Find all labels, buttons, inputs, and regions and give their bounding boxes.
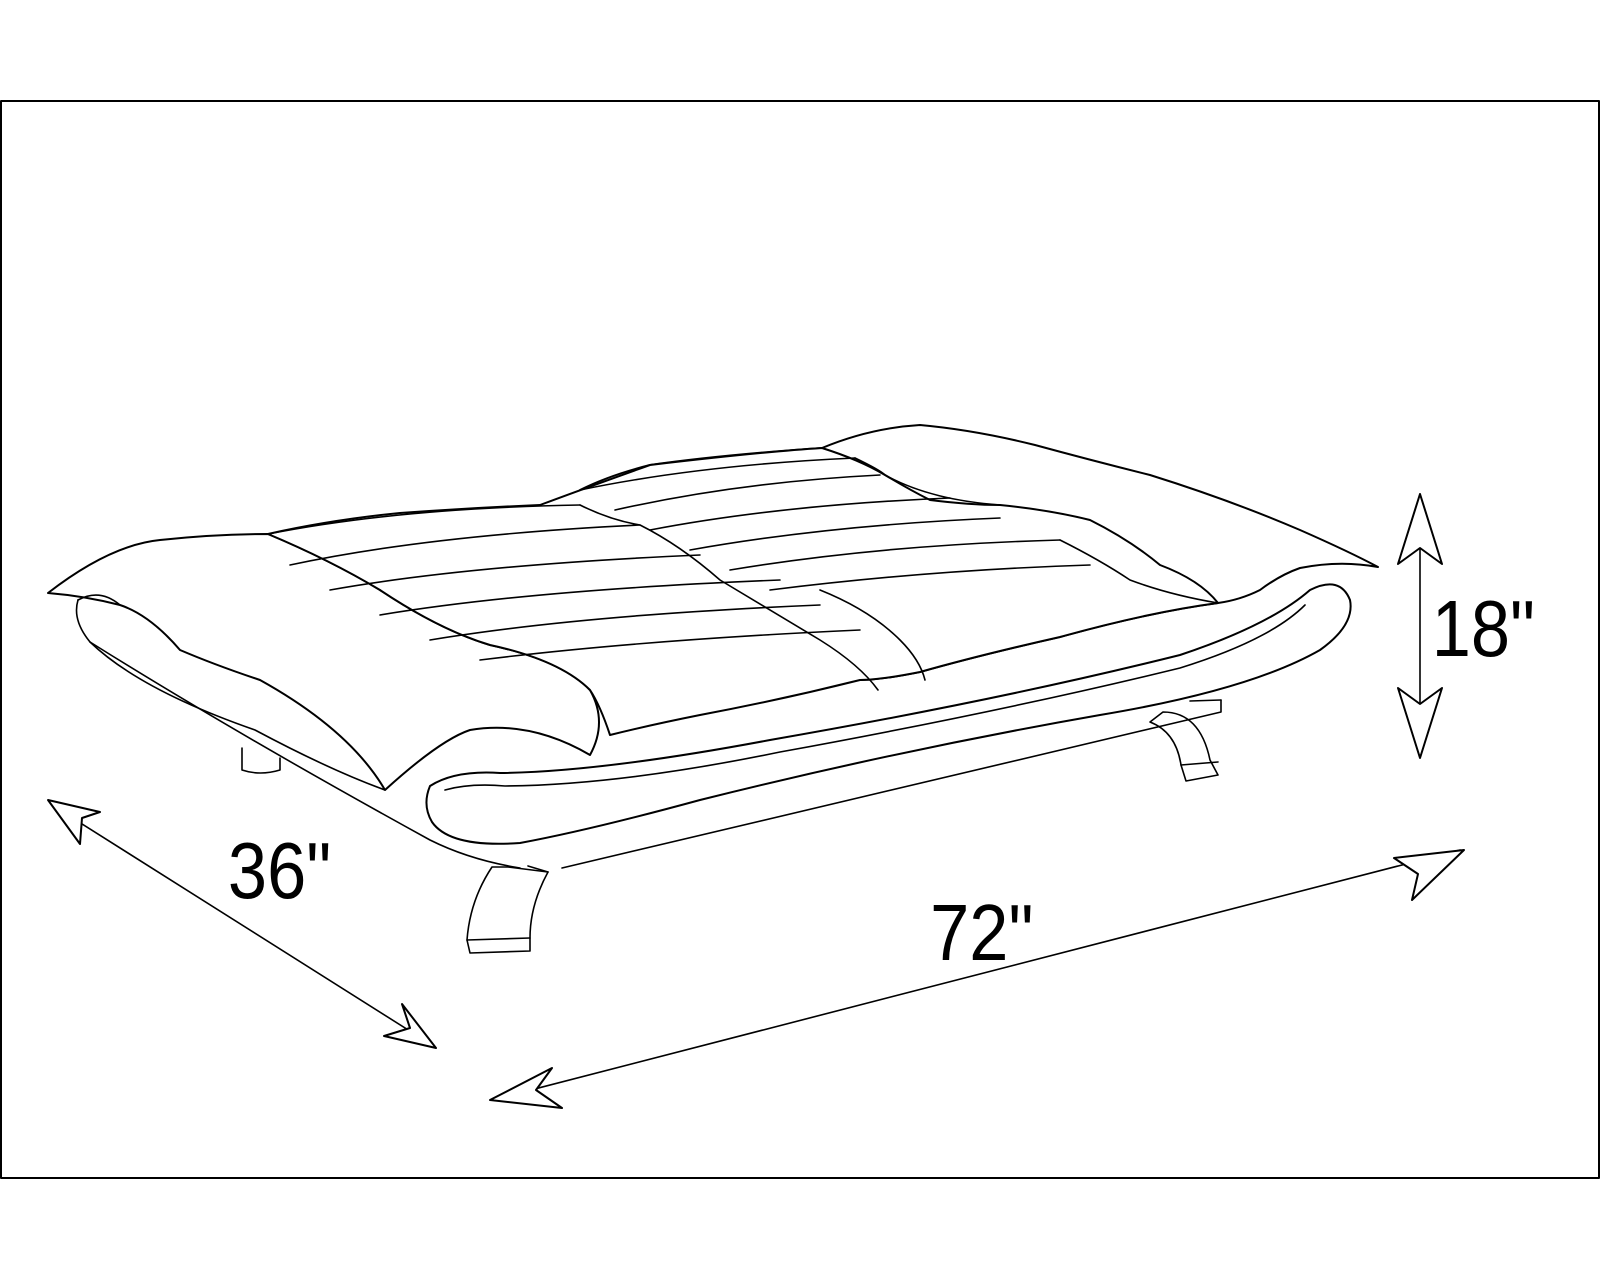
back-right-leg bbox=[1149, 711, 1219, 782]
height-arrowhead-top bbox=[1397, 493, 1443, 565]
diagram-frame bbox=[0, 100, 1600, 1179]
base-rail bbox=[561, 699, 1222, 869]
width-label: 72" bbox=[930, 888, 1033, 977]
seat-ribs-back bbox=[579, 457, 1219, 604]
height-dimension-arrow bbox=[1397, 493, 1443, 759]
depth-arrowhead-end bbox=[383, 1003, 437, 1049]
height-arrowhead-bottom bbox=[1397, 687, 1443, 759]
seat-cushion bbox=[267, 447, 1219, 736]
depth-arrowhead-start bbox=[47, 799, 101, 845]
width-arrowhead-start bbox=[489, 1067, 563, 1109]
width-dimension-arrow bbox=[489, 849, 1465, 1109]
depth-label: 36" bbox=[228, 826, 331, 915]
height-label: 18" bbox=[1432, 584, 1535, 673]
front-left-leg bbox=[466, 866, 549, 954]
front-bolster bbox=[425, 583, 1352, 845]
sofa-bed-drawing bbox=[47, 424, 1379, 954]
depth-dimension-arrow bbox=[47, 799, 437, 1049]
seat-ribs-left bbox=[267, 504, 879, 691]
width-arrowhead-end bbox=[1393, 849, 1465, 901]
cushion-fold-line bbox=[819, 589, 926, 681]
back-left-leg bbox=[241, 747, 281, 774]
left-lower-bolster bbox=[75, 599, 386, 791]
